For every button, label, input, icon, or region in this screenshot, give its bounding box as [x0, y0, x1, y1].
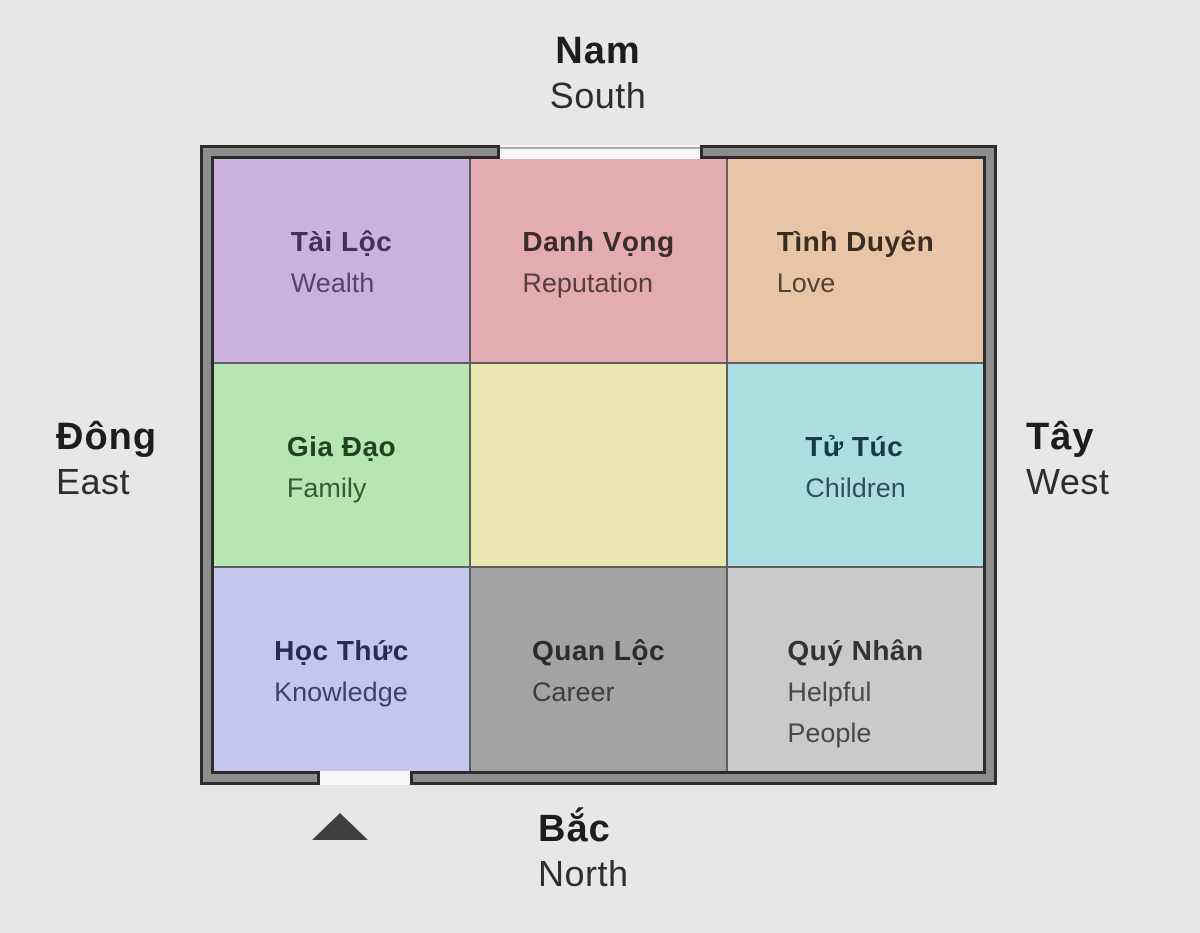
direction-south-native: Nam — [555, 30, 641, 72]
direction-east-native: Đông — [56, 416, 158, 458]
direction-label-west: Tây West — [1026, 414, 1109, 504]
house-interior: Tài Lộc Wealth Danh Vọng Reputation Tình… — [211, 156, 986, 774]
cell-wealth: Tài Lộc Wealth — [214, 159, 469, 362]
cell-career-english: Career — [531, 677, 615, 708]
direction-label-east: Đông East — [56, 414, 157, 504]
cell-helpful-people-english: Helpful People — [787, 677, 872, 748]
cell-love: Tình Duyên Love — [728, 159, 983, 362]
cell-knowledge: Học Thức Knowledge — [214, 568, 469, 771]
cell-love-native: Tình Duyên — [776, 226, 935, 257]
direction-east-english: East — [56, 461, 131, 503]
entrance-arrow-icon — [312, 813, 368, 840]
cell-family-native: Gia Đạo — [286, 430, 397, 462]
cell-knowledge-text: Học Thức Knowledge — [274, 568, 409, 713]
cell-knowledge-english: Knowledge — [274, 677, 408, 708]
cell-family: Gia Đạo Family — [214, 363, 469, 567]
cell-reputation-native: Danh Vọng — [522, 226, 675, 257]
cell-wealth-text: Tài Lộc Wealth — [291, 159, 393, 304]
cell-children: Tử Túc Children — [728, 363, 983, 567]
cell-family-text: Gia Đạo Family — [287, 364, 396, 509]
cell-helpful-people-native: Quý Nhân — [787, 635, 924, 667]
direction-west-english: West — [1026, 461, 1110, 503]
cell-career-native: Quan Lộc — [531, 635, 666, 667]
house-wall-outline: Tài Lộc Wealth Danh Vọng Reputation Tình… — [200, 145, 997, 785]
bagua-grid: Tài Lộc Wealth Danh Vọng Reputation Tình… — [214, 159, 983, 771]
cell-reputation-english: Reputation — [522, 268, 653, 298]
cell-career-text: Quan Lộc Career — [532, 568, 665, 713]
direction-south-english: South — [549, 75, 647, 117]
cell-career: Quan Lộc Career — [471, 568, 726, 771]
cell-children-text: Tử Túc Children — [805, 364, 906, 509]
direction-west-native: Tây — [1026, 416, 1095, 458]
cell-helpful-people: Quý Nhân Helpful People — [728, 568, 983, 771]
cell-family-english: Family — [286, 472, 367, 503]
cell-love-text: Tình Duyên Love — [777, 159, 934, 304]
cell-helpful-people-text: Quý Nhân Helpful People — [787, 568, 923, 753]
cell-children-english: Children — [805, 472, 906, 503]
cell-knowledge-native: Học Thức — [274, 635, 409, 667]
door-threshold-line — [500, 147, 700, 149]
direction-north-english: North — [538, 853, 629, 895]
direction-label-north: Bắc North — [538, 806, 629, 896]
cell-reputation: Danh Vọng Reputation — [471, 159, 726, 362]
cell-love-english: Love — [776, 268, 836, 298]
cell-center — [471, 363, 726, 567]
direction-label-south: Nam South — [550, 28, 647, 118]
cell-reputation-text: Danh Vọng Reputation — [522, 159, 674, 304]
cell-wealth-native: Tài Lộc — [290, 226, 393, 257]
cell-wealth-english: Wealth — [290, 268, 375, 298]
north-door-opening — [317, 771, 413, 785]
direction-north-native: Bắc — [538, 808, 611, 850]
south-door-opening — [497, 145, 703, 159]
cell-children-native: Tử Túc — [805, 430, 904, 462]
